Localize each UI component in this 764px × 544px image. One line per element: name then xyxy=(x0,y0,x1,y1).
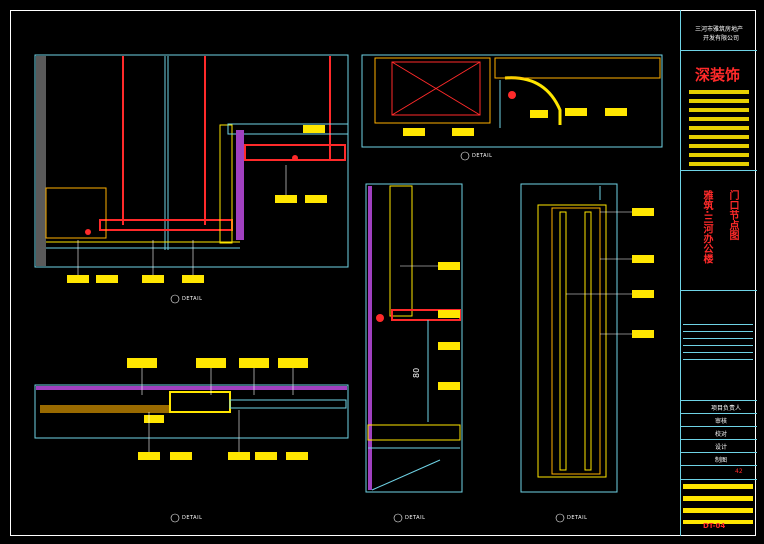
detail-label-3: DETAIL xyxy=(182,515,203,521)
tb-row-leader: 项目负责人 xyxy=(681,400,757,414)
review-label: 审核 xyxy=(715,418,728,425)
logo-text: 深装饰 xyxy=(695,66,741,84)
draw-label: 制图 xyxy=(715,457,728,464)
sheet-number: DT-04 xyxy=(703,522,726,530)
tb-row-design: 设计 xyxy=(681,439,757,453)
drawing-name: 门口节点图 xyxy=(727,190,738,240)
tb-project-cell: 雅筑·三河办公楼 门口节点图 xyxy=(681,170,757,291)
tb-company-cell: 三河市雅筑房地产 开发有限公司 xyxy=(681,10,757,51)
tb-row-check: 校对 xyxy=(681,426,757,440)
logo-subtext-bars xyxy=(689,90,749,170)
project-leader-label: 项目负责人 xyxy=(711,405,742,412)
company-line-2: 开发有限公司 xyxy=(703,35,740,42)
design-label: 设计 xyxy=(715,444,728,451)
detail-label-4: DETAIL xyxy=(405,515,426,521)
detail-label-5: DETAIL xyxy=(567,515,588,521)
detail-label-2: DETAIL xyxy=(472,153,493,159)
tb-bottom-bars xyxy=(683,484,753,524)
tb-logo-cell: 深装饰 xyxy=(681,50,757,171)
tb-sheet-total-cell: 42 xyxy=(681,465,757,480)
dimension-label: 80 xyxy=(412,367,421,378)
title-block: 三河市雅筑房地产 开发有限公司 深装饰 雅筑·三河办公楼 门口节点图 项目负责人… xyxy=(680,10,757,536)
project-name: 雅筑·三河办公楼 xyxy=(701,190,712,264)
revision-grid xyxy=(683,324,753,360)
tb-row-review: 审核 xyxy=(681,413,757,427)
sheet-total: 42 xyxy=(735,468,743,475)
detail-label-1: DETAIL xyxy=(182,296,203,302)
company-line-1: 三河市雅筑房地产 xyxy=(695,26,744,33)
sheet-border xyxy=(10,10,756,536)
tb-grid-cell xyxy=(681,290,757,401)
check-label: 校对 xyxy=(715,431,728,438)
tb-row-draw: 制图 xyxy=(681,452,757,466)
